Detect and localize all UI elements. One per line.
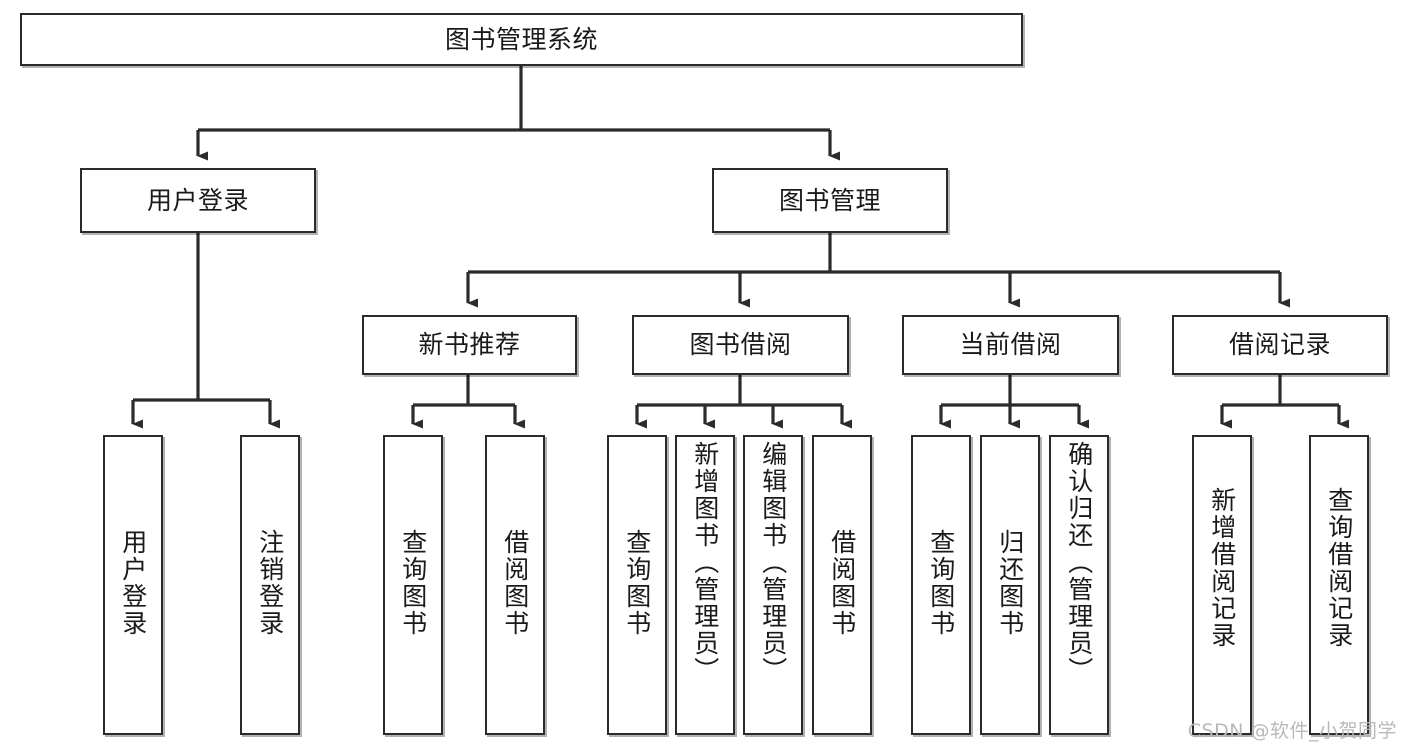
leaf-borrow-query-book[interactable]: 查询图书 bbox=[607, 435, 667, 735]
leaf-borrow-borrow-book[interactable]: 借阅图书 bbox=[812, 435, 872, 735]
node-label: 归还图书 bbox=[995, 529, 1025, 637]
node-label: 新增图书（管理员） bbox=[690, 441, 720, 684]
node-label: 新增借阅记录 bbox=[1207, 487, 1237, 649]
leaf-records-query-record[interactable]: 查询借阅记录 bbox=[1309, 435, 1369, 735]
node-user-login[interactable]: 用户登录 bbox=[80, 168, 316, 233]
node-label: 编辑图书（管理员） bbox=[758, 441, 788, 684]
node-label: 新书推荐 bbox=[418, 330, 521, 360]
leaf-recommend-query-book[interactable]: 查询图书 bbox=[383, 435, 443, 735]
node-label: 图书管理 bbox=[778, 185, 881, 215]
node-borrow-records[interactable]: 借阅记录 bbox=[1172, 315, 1388, 375]
leaf-user-login-logout[interactable]: 注销登录 bbox=[240, 435, 300, 735]
node-label: 图书管理系统 bbox=[444, 24, 598, 54]
node-current-borrow[interactable]: 当前借阅 bbox=[902, 315, 1119, 375]
node-new-book-recommend[interactable]: 新书推荐 bbox=[362, 315, 577, 375]
leaf-borrow-add-book-admin[interactable]: 新增图书（管理员） bbox=[675, 435, 735, 735]
node-book-management[interactable]: 图书管理 bbox=[712, 168, 948, 233]
leaf-current-return-book[interactable]: 归还图书 bbox=[980, 435, 1040, 735]
node-label: 借阅图书 bbox=[827, 529, 857, 637]
leaf-current-query-book[interactable]: 查询图书 bbox=[911, 435, 971, 735]
node-label: 图书借阅 bbox=[689, 330, 792, 360]
node-label: 查询图书 bbox=[398, 529, 428, 637]
node-label: 借阅记录 bbox=[1228, 330, 1331, 360]
node-label: 用户登录 bbox=[146, 185, 249, 215]
node-label: 查询图书 bbox=[622, 529, 652, 637]
node-label: 查询借阅记录 bbox=[1324, 487, 1354, 649]
node-label: 查询图书 bbox=[926, 529, 956, 637]
leaf-records-add-record[interactable]: 新增借阅记录 bbox=[1192, 435, 1252, 735]
node-label: 注销登录 bbox=[255, 529, 285, 637]
leaf-recommend-borrow-book[interactable]: 借阅图书 bbox=[485, 435, 545, 735]
node-book-borrow[interactable]: 图书借阅 bbox=[632, 315, 849, 375]
node-label: 当前借阅 bbox=[959, 330, 1062, 360]
leaf-current-confirm-return-admin[interactable]: 确认归还（管理员） bbox=[1049, 435, 1109, 735]
node-label: 用户登录 bbox=[118, 529, 148, 637]
node-label: 确认归还（管理员） bbox=[1064, 441, 1094, 684]
leaf-user-login-login[interactable]: 用户登录 bbox=[103, 435, 163, 735]
leaf-borrow-edit-book-admin[interactable]: 编辑图书（管理员） bbox=[743, 435, 803, 735]
node-label: 借阅图书 bbox=[500, 529, 530, 637]
node-root-system[interactable]: 图书管理系统 bbox=[20, 13, 1023, 66]
